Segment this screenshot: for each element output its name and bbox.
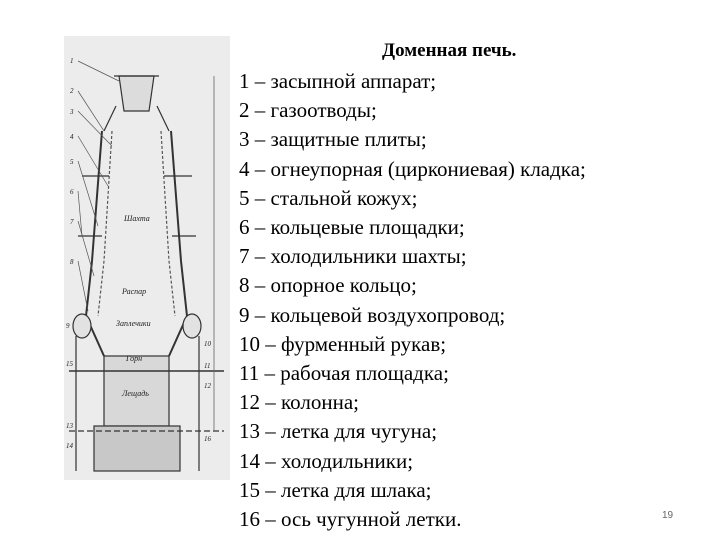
legend-item: 13 – летка для чугуна;	[239, 419, 438, 444]
legend-item: 10 – фурменный рукав;	[239, 331, 447, 356]
furnace-drawing: Шахта Распар Заплечики Горн Лещадь 1 2 3…	[66, 57, 224, 472]
steel-shell	[85, 130, 188, 317]
charging-apparatus	[118, 75, 155, 112]
bustle-pipe	[72, 313, 92, 339]
hearth-bottom	[93, 425, 181, 472]
marker-4: 4	[70, 133, 74, 141]
refractory-lining	[97, 130, 176, 317]
zone-label-hearth: Горн	[125, 354, 142, 363]
marker-5: 5	[70, 158, 74, 166]
legend-item: 8 – опорное кольцо;	[239, 273, 417, 298]
legend-item: 15 – летка для шлака;	[239, 477, 432, 502]
legend-item: 16 – ось чугунной летки.	[239, 507, 462, 532]
zone-label-bottom: Лещадь	[121, 389, 149, 398]
gas-offtakes	[103, 105, 170, 132]
legend-item: 11 – рабочая площадка;	[239, 361, 449, 386]
marker-12: 12	[204, 382, 212, 390]
zone-label-shaft: Шахта	[123, 214, 150, 223]
legend-item: 2 – газоотводы;	[239, 98, 377, 123]
marker-10: 10	[204, 340, 212, 348]
marker-3: 3	[69, 108, 74, 116]
legend-item: 5 – стальной кожух;	[239, 185, 418, 210]
bustle-pipe-right	[182, 313, 202, 339]
legend-item: 7 – холодильники шахты;	[239, 244, 467, 269]
blast-furnace-diagram: Шахта Распар Заплечики Горн Лещадь 1 2 3…	[64, 36, 230, 480]
legend-item: 14 – холодильники;	[239, 448, 414, 473]
marker-16: 16	[204, 435, 212, 443]
marker-14: 14	[66, 442, 74, 450]
legend-item: 6 – кольцевые площадки;	[239, 215, 465, 240]
legend-list: 1 – засыпной аппарат; 2 – газоотводы; 3 …	[239, 67, 586, 534]
marker-11: 11	[204, 362, 210, 370]
legend-item: 12 – колонна;	[239, 390, 359, 415]
slide-title: Доменная печь.	[382, 40, 517, 61]
marker-1: 1	[70, 57, 74, 65]
marker-13: 13	[66, 422, 74, 430]
legend-item: 3 – защитные плиты;	[239, 127, 427, 152]
marker-8: 8	[70, 258, 74, 266]
legend-item: 9 – кольцевой воздухопровод;	[239, 302, 506, 327]
legend-item: 4 – огнеупорная (циркониевая) кладка;	[239, 156, 586, 181]
marker-7: 7	[70, 218, 74, 226]
page-number: 19	[662, 510, 674, 521]
zone-label-bosh: Заплечики	[116, 319, 151, 328]
legend-item: 1 – засыпной аппарат;	[239, 69, 437, 93]
marker-6: 6	[70, 188, 74, 196]
marker-15: 15	[66, 360, 74, 368]
zone-label-belly: Распар	[121, 287, 146, 296]
marker-2: 2	[70, 87, 74, 95]
marker-9: 9	[66, 322, 70, 330]
